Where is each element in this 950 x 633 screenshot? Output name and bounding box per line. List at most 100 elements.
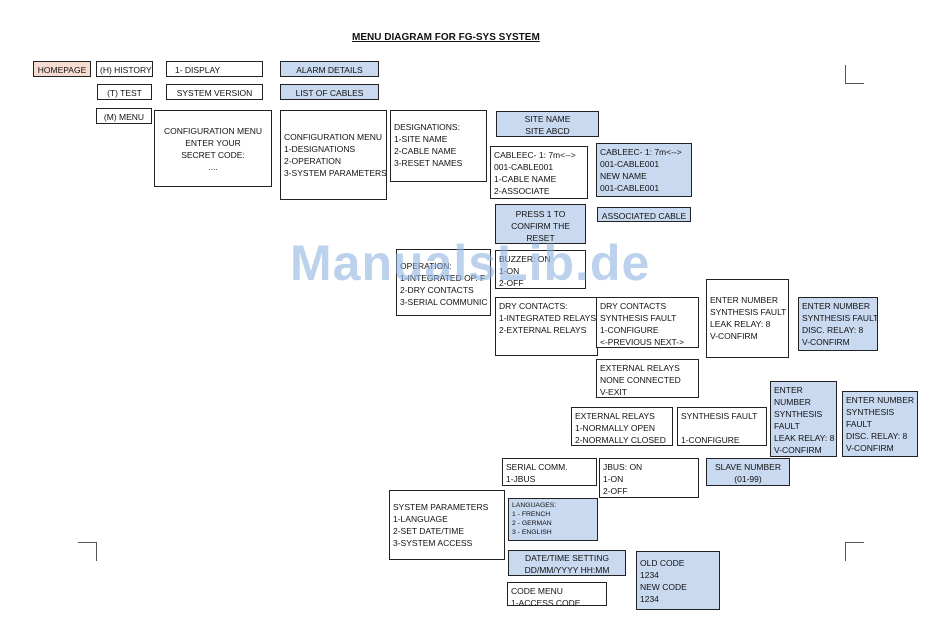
box-line: HOMEPAGE [37,65,87,75]
associated-cable-box: ASSOCIATED CABLE [597,207,691,222]
box-line: 1-INTEGRATED RELAYS [499,313,596,323]
box-line: SYSTEM VERSION [176,88,253,98]
date-time-box: DATE/TIME SETTING DD/MM/YYYY HH:MM [508,550,626,576]
box-line: SITE NAME [524,114,571,124]
box-line: ENTER [774,385,803,395]
box-line: (01-99) [734,474,762,484]
box-line: 001-CABLE001 [600,183,660,193]
box-line: 3-RESET NAMES [394,158,463,168]
box-line: DESIGNATIONS: [394,122,460,132]
test-box: (T) TEST [97,84,152,100]
box-line: NEW NAME [600,171,647,181]
box-line: CONFIGURATION MENU [284,132,383,142]
box-line: V-CONFIRM [710,331,758,341]
box-line: OPERATION: [400,261,452,271]
box-line: EXTERNAL RELAYS [600,363,680,373]
box-line: 1234 [640,570,659,580]
box-line: DRY CONTACTS: [499,301,568,311]
box-line: DISC. RELAY: 8 [846,431,908,441]
dry-contacts-box: DRY CONTACTS: 1-INTEGRATED RELAYS 2-EXTERN… [495,297,598,356]
box-line: SYNTHESIS [846,407,895,417]
box-line: RESET [526,233,555,243]
box-line: (T) TEST [107,88,142,98]
box-line: ENTER NUMBER [710,295,779,305]
box-line: DATE/TIME SETTING [525,553,609,563]
box-line: CABLEEC- 1: 7m<--> [494,150,576,160]
box-line: .... [208,161,218,172]
box-line: FAULT [774,421,800,431]
system-version-box: SYSTEM VERSION [166,84,263,100]
box-line: (H) HISTORY [100,65,152,75]
box-line: 1-DESIGNATIONS [284,144,356,154]
box-line: 2-EXTERNAL RELAYS [499,325,587,335]
list-of-cables-box: LIST OF CABLES [280,84,379,100]
box-line: NEW CODE [640,582,687,592]
box-line: 1 - FRENCH [512,511,551,518]
box-line: DD/MM/YYYY HH:MM [524,565,610,575]
homepage-box: HOMEPAGE [33,61,91,77]
box-line: 2-OFF [499,278,524,288]
box-line: <-PREVIOUS NEXT-> [600,337,685,347]
box-line: V-EXIT [600,387,627,397]
box-line [681,422,763,434]
box-line: EXTERNAL RELAYS [575,411,655,421]
page-corner-top-right [845,65,864,84]
diagram-title: MENU DIAGRAM FOR FG-SYS SYSTEM [352,32,540,43]
box-line: 1-LANGUAGE [393,514,448,524]
box-line: 001-CABLE001 [600,159,660,169]
menu-box: (M) MENU [96,108,152,124]
box-line: 1-CONFIGURE [600,325,659,335]
box-line: 3 - ENGLISH [512,529,552,536]
box-line: 3-SERIAL COMMUNIC [400,297,488,307]
box-line: SLAVE NUMBER [715,462,781,472]
box-line: 1-ON [603,474,624,484]
box-line: CONFIGURATION MENU [163,125,263,136]
box-line: 2-ASSOCIATE [494,186,550,196]
synthesis-fault-box: SYNTHESIS FAULT 1-CONFIGURE [677,407,767,446]
box-line: 1234 [640,594,659,604]
box-line: NUMBER [774,397,811,407]
box-line: JBUS: ON [603,462,643,472]
box-line: ASSOCIATED CABLE [601,211,687,221]
box-line: 2-DRY CONTACTS [400,285,474,295]
box-line: 1- DISPLAY [175,65,221,75]
box-line: SYNTHESIS FAULT [710,307,787,317]
box-line: SYNTHESIS [774,409,823,419]
box-line: LIST OF CABLES [295,88,364,98]
box-line: 2-OPERATION [284,156,341,166]
page-corner-bottom-left [78,542,97,561]
box-line: 1-INTEGRATED OP. F [400,273,486,283]
box-line: ALARM DETAILS [296,65,363,75]
operation-box: OPERATION: 1-INTEGRATED OP. F 2-DRY CONTAC… [396,249,491,316]
box-line: V-CONFIRM [846,443,894,453]
box-line: SECRET CODE: [181,149,245,160]
box-line: OLD CODE [640,558,685,568]
box-line: 2-CABLE NAME [394,146,457,156]
box-line: BUZZER: ON [499,254,551,264]
box-line: FAULT [846,419,872,429]
box-line: ENTER YOUR [185,137,241,148]
box-line: PRESS 1 TO [515,209,566,219]
box-line: 2 - GERMAN [512,520,552,527]
serial-comm-box: SERIAL COMM.1-JBUS [502,458,597,486]
box-line: LANGUAGES: [512,502,557,509]
box-line: 2-NORMALLY CLOSED [575,435,666,445]
box-line: DRY CONTACTS [600,301,667,311]
box-line: SYNTHESIS FAULT [802,313,878,323]
